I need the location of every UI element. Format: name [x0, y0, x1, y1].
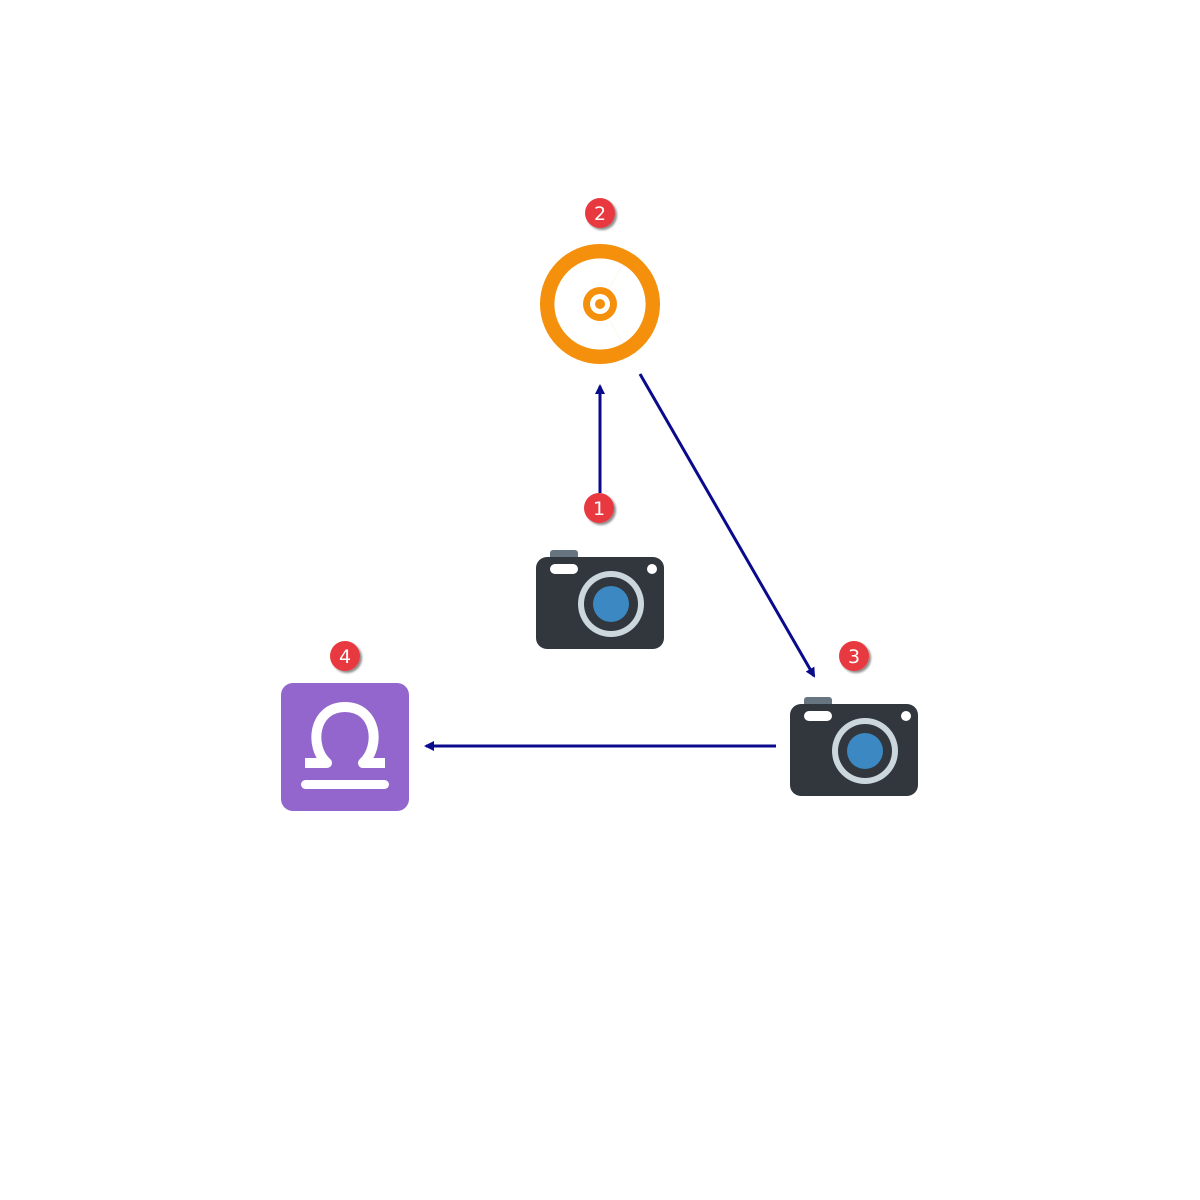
- libra-icon: [281, 683, 409, 811]
- radioactive-icon: [540, 244, 660, 364]
- edge-2-to-3: [638, 373, 816, 678]
- node-3[interactable]: 3: [790, 641, 918, 796]
- node-badge: 1: [584, 493, 614, 523]
- node-badge: 4: [330, 641, 360, 671]
- node-badge-label: 2: [594, 203, 606, 225]
- edges: [424, 373, 816, 751]
- node-badge: 2: [585, 198, 615, 228]
- node-badge: 3: [839, 641, 869, 671]
- node-badge-label: 1: [593, 498, 605, 520]
- node-4[interactable]: 4: [281, 641, 409, 811]
- node-1[interactable]: 1: [536, 493, 664, 649]
- node-badge-label: 4: [339, 646, 351, 668]
- camera-icon: [790, 697, 918, 796]
- node-2[interactable]: 2: [540, 198, 660, 364]
- camera-icon: [536, 550, 664, 649]
- node-badge-label: 3: [848, 646, 860, 668]
